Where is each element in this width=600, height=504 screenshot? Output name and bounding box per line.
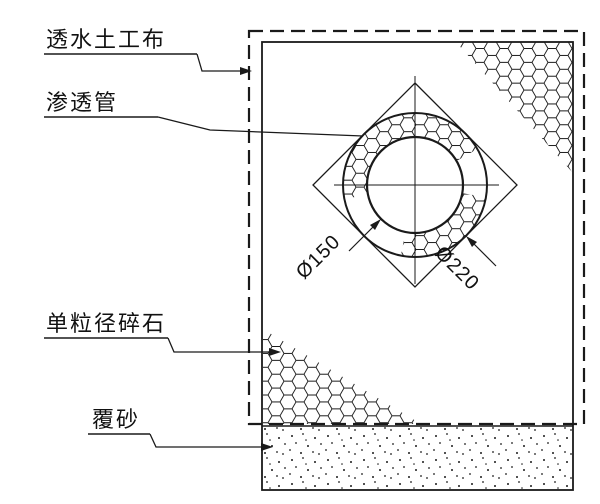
geotextile-dashed-outline [247, 29, 586, 426]
dim-150-arrowhead [370, 219, 381, 230]
sand-label: 覆砂 [92, 407, 141, 432]
sand-stipple-area [263, 427, 572, 489]
inner-circle [365, 135, 465, 235]
sand-arrowhead [261, 443, 273, 451]
trench-outline [261, 41, 574, 491]
dimension-diamond [312, 82, 518, 288]
gravel-label: 单粒径碎石 [46, 311, 167, 336]
gravel-arrowhead [269, 348, 281, 356]
gravel-hatch-bottom-left [263, 329, 421, 424]
gravel-hatch-top-right [456, 42, 573, 173]
geotextile-leader [196, 53, 240, 72]
pipe-label: 渗透管 [46, 90, 119, 115]
sand-leader [149, 433, 262, 448]
pipe-leader [157, 116, 364, 137]
outer-circle [342, 112, 488, 258]
gravel-leader [167, 337, 270, 353]
dim-220-arrowhead [466, 236, 477, 247]
geotextile-label: 透水土工布 [46, 27, 167, 52]
geotextile-arrowhead [240, 67, 252, 75]
